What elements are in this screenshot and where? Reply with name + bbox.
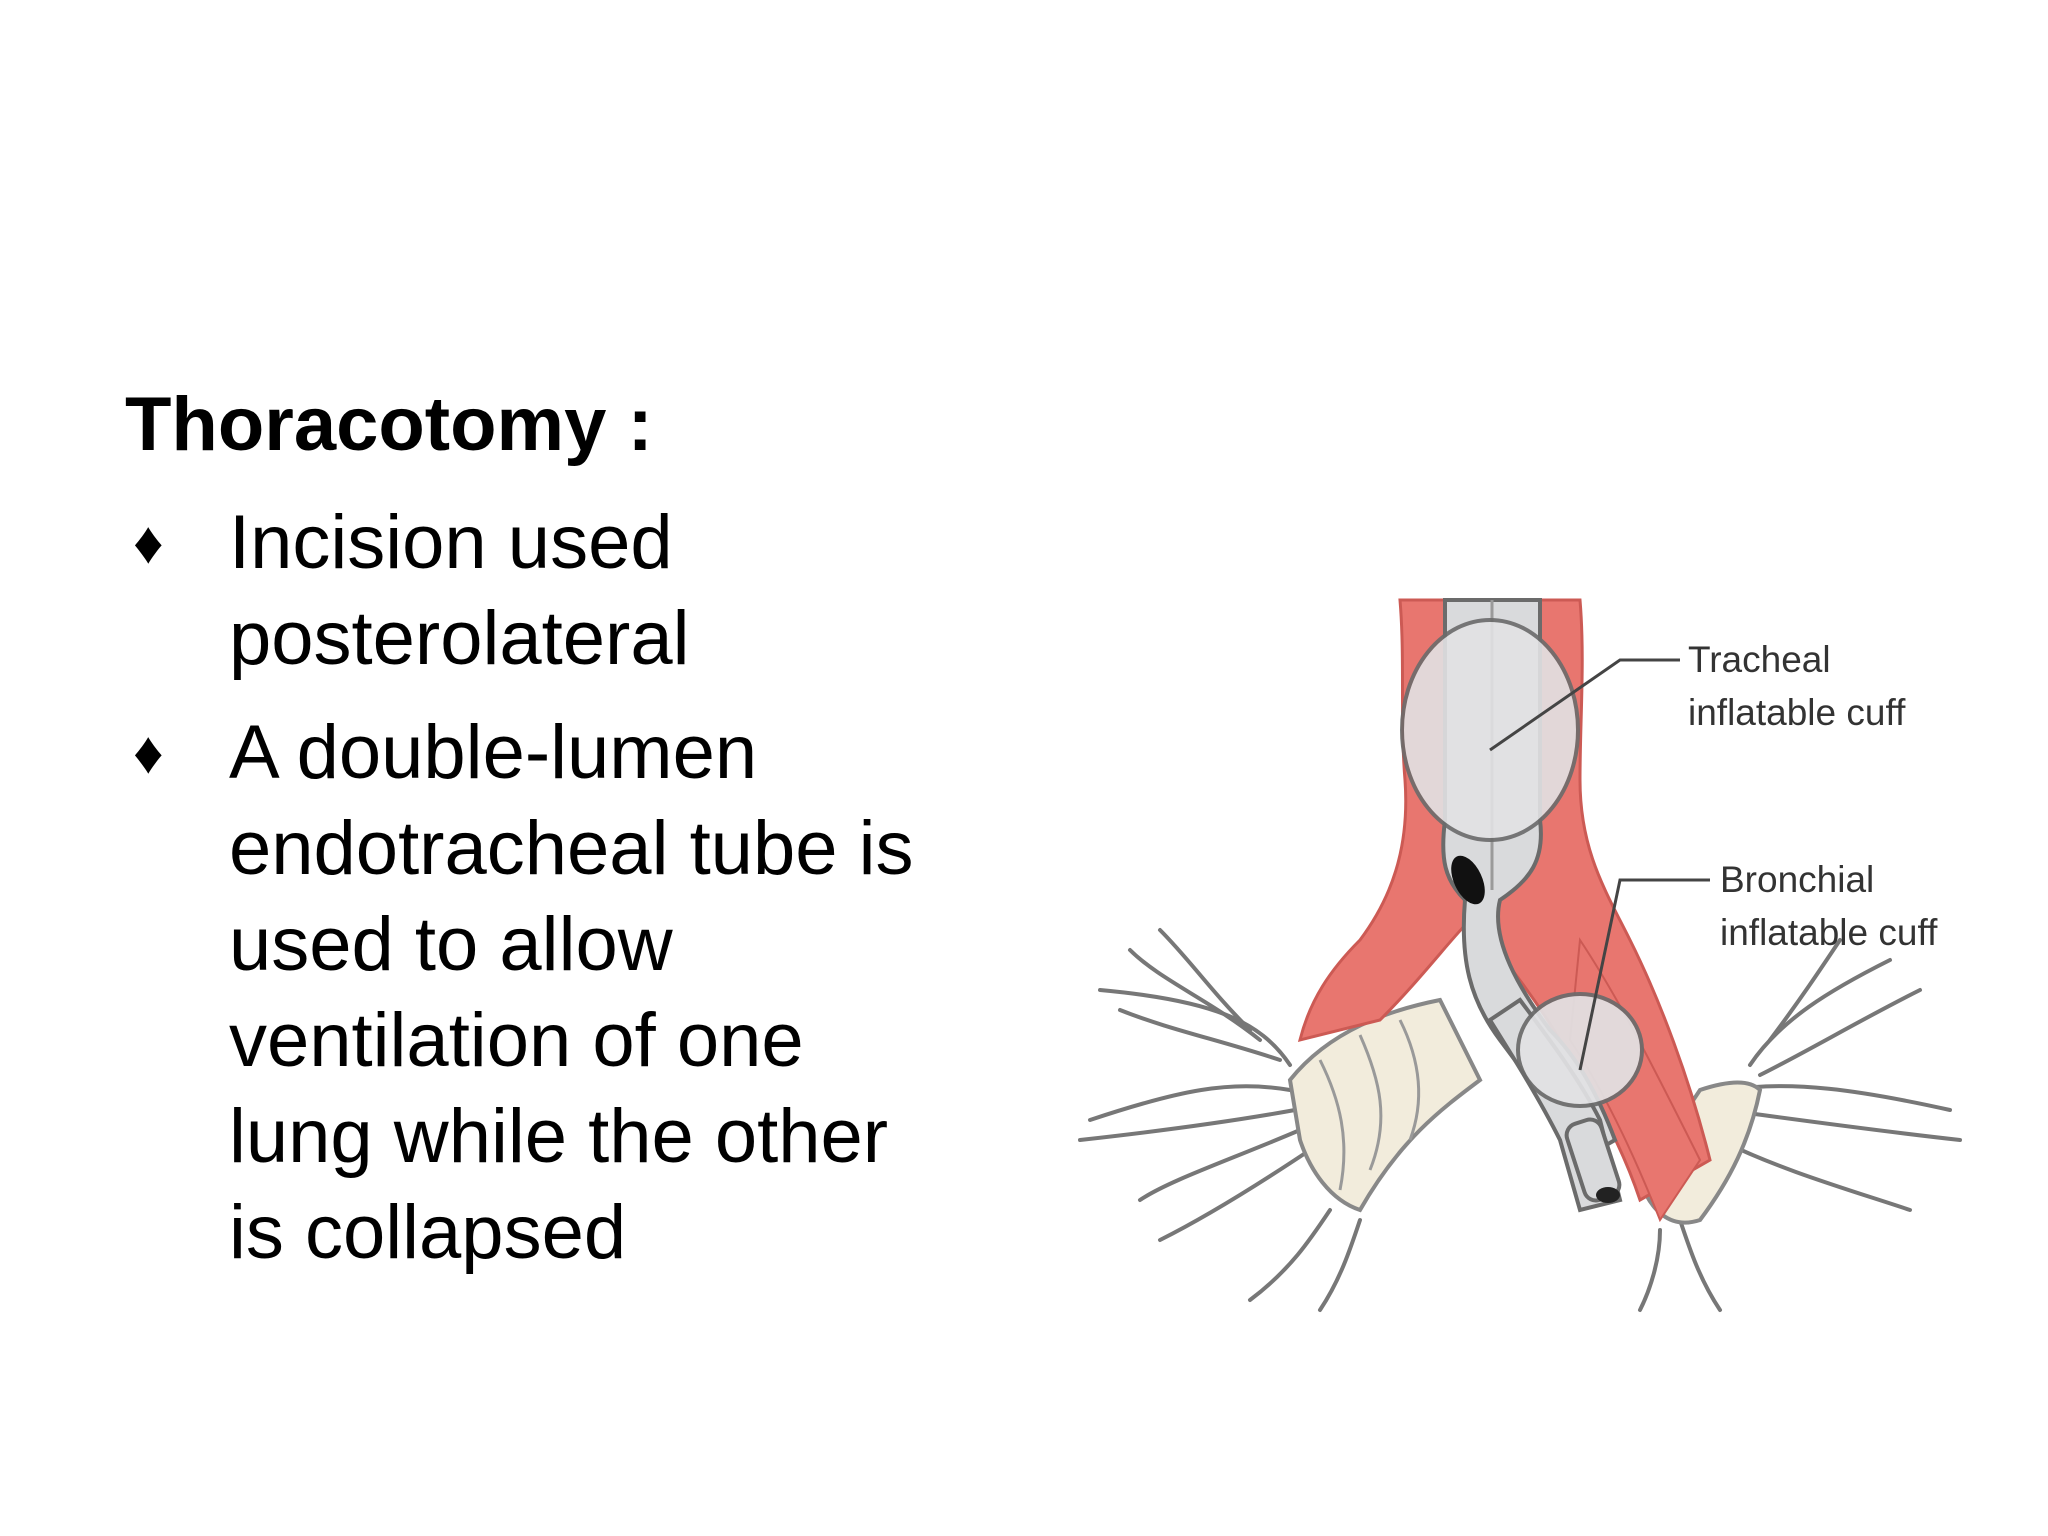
- bullet-text-line: used to allow: [229, 902, 673, 987]
- bullet-item: ♦ Incision used posterolateral: [125, 495, 1005, 687]
- diamond-bullet-icon: ♦: [133, 509, 164, 576]
- bullet-text-line: is collapsed: [229, 1190, 627, 1275]
- bullet-text-line: A double-lumen: [229, 710, 758, 795]
- diamond-bullet-icon: ♦: [133, 719, 164, 786]
- bullet-text-line: Incision used: [229, 500, 673, 585]
- tracheal-cuff: [1400, 618, 1580, 842]
- double-lumen-tube-illustration: Tracheal inflatable cuff Bronchial infla…: [1060, 520, 2000, 1320]
- bronchial-label-line2: inflatable cuff: [1720, 912, 1938, 953]
- tracheal-callout-line: [1489, 658, 1680, 752]
- bronchial-label-line1: Bronchial: [1720, 859, 1874, 900]
- bullet-text-line: ventilation of one: [229, 998, 804, 1083]
- bullet-text-line: endotracheal tube is: [229, 806, 914, 891]
- tracheal-label-line2: inflatable cuff: [1688, 692, 1906, 733]
- bullet-list: ♦ Incision used posterolateral ♦ A doubl…: [125, 495, 1005, 1299]
- bullet-text-line: posterolateral: [229, 596, 690, 681]
- airway-diagram: Tracheal inflatable cuff Bronchial infla…: [1078, 598, 1962, 1312]
- left-cartilage-rings: [1318, 1019, 1421, 1191]
- bronchial-lumen-opening: [1596, 1187, 1620, 1203]
- bronchial-cuff: [1516, 992, 1644, 1108]
- tracheal-label-line1: Tracheal: [1688, 639, 1831, 680]
- bullet-text-line: lung while the other: [229, 1094, 889, 1179]
- slide-title: Thoracotomy :: [125, 382, 653, 467]
- bronchial-callout-line: [1578, 878, 1710, 1071]
- bullet-item: ♦ A double-lumen endotracheal tube is us…: [125, 705, 1005, 1281]
- tracheal-lumen-opening: [1451, 855, 1485, 905]
- left-bronchial-tree: [1078, 928, 1362, 1312]
